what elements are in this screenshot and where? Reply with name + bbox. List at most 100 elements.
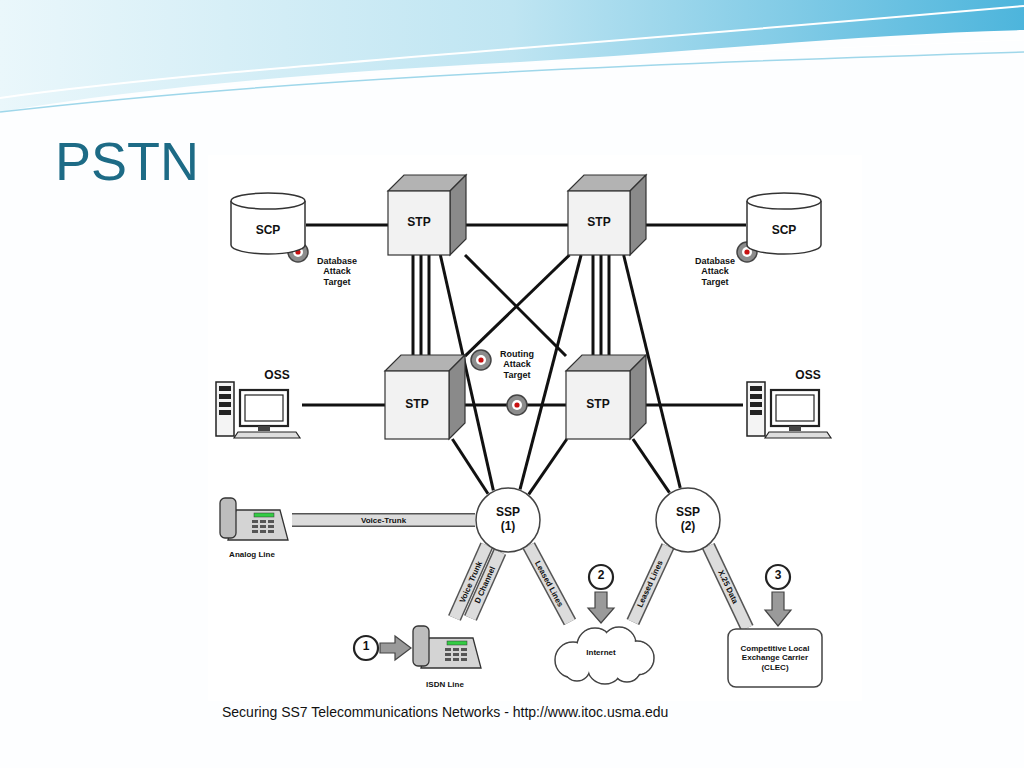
callout-number: 1 [356,640,376,654]
text-area: SSP (1) [475,487,541,553]
stp-cube: STP [566,355,646,439]
node-label: Competitive Local Exchange Carrier (CLEC… [732,644,818,672]
signalling-link [306,224,388,227]
signalling-link [624,255,681,488]
signalling-link [646,224,746,227]
ssp-circle: SSP (1) [475,487,541,553]
node-shape [568,175,646,255]
wave-line [0,52,1024,112]
internet-cloud: Internet [545,622,657,684]
node-label: SCP [256,224,281,238]
node-label: OSS [264,369,289,383]
callout-arrow [765,565,791,626]
band-fill [633,546,668,622]
cube-side [630,175,646,255]
text-area: Analog Line [212,548,292,562]
link-label: Voice-Trunk [360,516,407,525]
computer-icon [216,382,300,438]
signalling-link [529,439,567,494]
trunk-band [529,546,570,622]
figure-caption: Securing SS7 Telecommunications Networks… [222,704,668,720]
node-shape [566,355,646,439]
cube-front [566,371,630,439]
node-label: OSS [795,369,820,383]
node-label: Internet [586,648,615,657]
cube-front [388,191,450,255]
signalling-link [452,439,488,494]
signalling-link [302,404,385,407]
text-area: SCP [230,208,306,254]
target-note: Database Attack Target [310,256,364,287]
text-area: Competitive Local Exchange Carrier (CLEC… [727,628,823,688]
oss-terminal: OSS [212,368,302,440]
band-fill [708,546,747,628]
node-shape [230,192,306,254]
text-area: ISDN Line [405,678,485,692]
target-note: Routing Attack Target [494,349,540,380]
text-area: OSS [252,368,302,384]
cloud-outline [555,627,654,684]
node-shape [746,192,822,254]
text-area: Internet [545,622,657,684]
node-label: STP [405,398,428,412]
band-fill [292,515,475,526]
signalling-link [600,255,603,355]
callout-arrow [588,565,614,623]
cylinder-top [231,193,305,209]
stp-cube: STP [385,355,465,439]
computer-icon [747,382,831,438]
signalling-link [420,255,423,355]
node-label: STP [586,398,609,412]
cylinder-top [747,193,821,209]
telephone: Analog Line [212,490,292,562]
cube-front [568,191,630,255]
trunk-band [292,513,475,527]
node-label: Analog Line [229,550,275,559]
callout-number: 2 [591,569,611,583]
wave-line [60,40,1024,104]
text-area: SCP [746,208,822,254]
signalling-link [412,255,415,355]
cube-side [630,355,646,439]
node-shape [388,175,466,255]
telephone: ISDN Line [405,618,485,692]
signalling-link [428,255,431,355]
attack-target [507,395,527,415]
carrier-box: Competitive Local Exchange Carrier (CLEC… [727,628,823,688]
node-label: STP [407,216,430,230]
node-label: STP [587,216,610,230]
text-area: STP [388,191,450,255]
telephone-icon [413,626,481,668]
cube-front [385,371,449,439]
stp-cube: STP [568,175,646,255]
signalling-link [466,224,568,227]
text-area: OSS [783,368,833,384]
trunk-band [633,546,668,622]
database-cylinder: SCP [746,192,822,254]
signalling-link [465,255,570,356]
text-area: STP [566,371,630,439]
text-area: SSP (2) [655,487,721,553]
node-label: SSP (2) [671,506,705,534]
cube-side [449,355,465,439]
node-label: SSP (1) [491,506,525,534]
attack-target [471,350,491,370]
rounded-box [728,629,822,687]
target-note: Database Attack Target [688,256,742,287]
stp-cube: STP [388,175,466,255]
signalling-link [592,255,595,355]
telephone-icon [220,498,288,540]
node-label: SCP [772,224,797,238]
callout-number: 3 [768,569,788,583]
signalling-link [633,439,670,493]
node-label: ISDN Line [426,680,464,689]
database-cylinder: SCP [230,192,306,254]
cube-side [450,175,466,255]
figure-panel [208,155,862,701]
wave-line [0,6,1024,98]
signalling-link [608,255,611,355]
circle-outline [656,488,720,552]
